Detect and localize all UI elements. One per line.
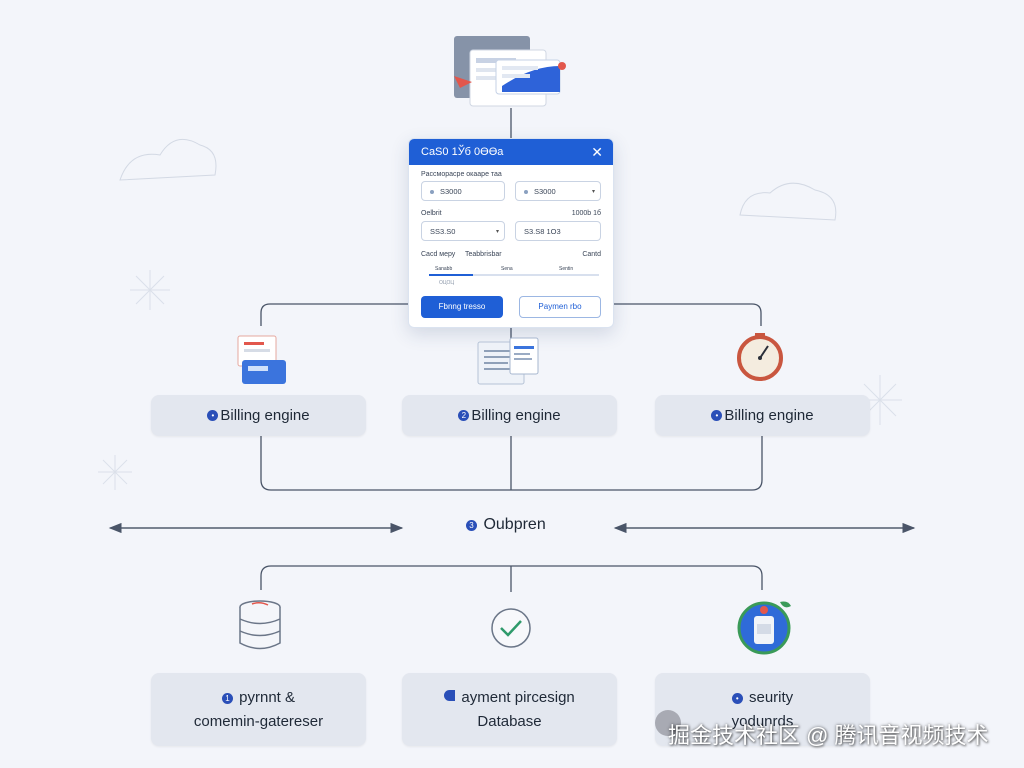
connector-left-upper [260, 303, 408, 326]
tab-4: ОЦОЦ [439, 280, 455, 286]
invoice-card-icon [234, 334, 288, 393]
number-badge: • [731, 692, 743, 704]
label-right: 1000b 1б [571, 210, 601, 217]
stopwatch-icon [735, 331, 787, 388]
middle-stage-label: 3 Oubpren [466, 516, 546, 534]
label-left: Oelbrit [421, 210, 442, 217]
field-dot-icon [430, 190, 434, 195]
dialog-subtitle: Paссморасре окааре таа [421, 171, 502, 178]
dialog-title: CаS0 1Ўб 0ӨӨа [421, 146, 504, 158]
billing-engine-label-1: Billing engine [220, 407, 310, 424]
number-badge: • [711, 410, 723, 421]
input-field-4[interactable]: S3.S8 1O3 [515, 221, 601, 241]
payment-database-box: ayment pircesign Database [402, 673, 617, 746]
number-badge: • [207, 410, 219, 421]
watermark-logo-icon [655, 710, 681, 736]
top-window-illustration [452, 36, 568, 108]
payment-dialog: CаS0 1Ўб 0ӨӨа ✕ Paссморасре окааре таа S… [408, 138, 614, 328]
decor-clouds [119, 138, 837, 221]
security-line-1: • seurity [731, 686, 794, 710]
connector-right-upper [612, 303, 762, 326]
row-left-text: Caсd меру [421, 251, 456, 258]
chevron-down-icon: ▾ [591, 189, 595, 195]
browser-window-icon [454, 36, 566, 107]
select-field-3-value: SS3.S0 [430, 227, 456, 236]
amount-field-1-value: S3000 [440, 187, 462, 196]
security-line-2: yodunrds [731, 712, 794, 730]
row-mid-text: Teabbrisbar [465, 251, 502, 258]
payment-database-line-2: Database [477, 712, 542, 730]
select-field-3[interactable]: SS3.S0 ▾ [421, 221, 505, 241]
payment-button[interactable]: Paymen rbo [519, 296, 601, 318]
security-text-1: seurity [748, 688, 794, 706]
security-bag-icon [735, 598, 795, 661]
decor-sparkles [98, 270, 902, 490]
tab-active-indicator [429, 274, 473, 276]
field-dot-icon [524, 190, 528, 195]
number-badge [444, 689, 456, 701]
number-badge: 1 [221, 692, 233, 704]
watermark-text: 掘金技术社区 @ 腾讯音视频技术 [668, 723, 989, 748]
payment-gateway-text-1: pyrnnt & [239, 688, 296, 706]
billing-process-button[interactable]: Fbnng tresso [421, 296, 503, 318]
billing-engine-box-2: 2 Billing engine [402, 395, 617, 436]
tab-1[interactable]: Sanabb [435, 266, 453, 272]
input-field-4-value: S3.S8 1O3 [524, 227, 561, 236]
billing-engine-box-3: • Billing engine [655, 395, 870, 436]
number-badge: 3 [466, 520, 477, 531]
tab-bar [429, 274, 599, 276]
row-right-text: Cantd [582, 251, 601, 258]
close-icon[interactable]: ✕ [591, 144, 603, 160]
document-list-icon [476, 336, 542, 393]
number-badge: 2 [458, 410, 470, 421]
amount-select-2[interactable]: S3000 ▾ [515, 181, 601, 201]
amount-select-2-value: S3000 [534, 187, 556, 196]
middle-stage-text: Oubpren [483, 516, 546, 533]
database-icon [234, 598, 286, 659]
payment-database-text-1: ayment pircesign [461, 688, 575, 706]
payment-gateway-box: 1 pyrnnt & comemin-gatereser [151, 673, 366, 746]
amount-field-1[interactable]: S3000 [421, 181, 505, 201]
billing-engine-label-2: Billing engine [471, 407, 561, 424]
payment-gateway-line-1: 1 pyrnnt & [221, 686, 296, 710]
billing-engine-label-3: Billing engine [724, 407, 814, 424]
security-box: • seurity yodunrds [655, 673, 870, 746]
dialog-header: CаS0 1Ўб 0ӨӨа ✕ [409, 139, 613, 165]
billing-engine-box-1: • Billing engine [151, 395, 366, 436]
check-circle-icon [489, 606, 533, 655]
chevron-down-icon: ▾ [495, 229, 499, 235]
tab-3[interactable]: Sentin [559, 266, 574, 272]
payment-gateway-line-2: comemin-gatereser [193, 712, 324, 730]
tab-2[interactable]: Sena [501, 266, 513, 272]
payment-database-line-1: ayment pircesign [444, 686, 575, 710]
